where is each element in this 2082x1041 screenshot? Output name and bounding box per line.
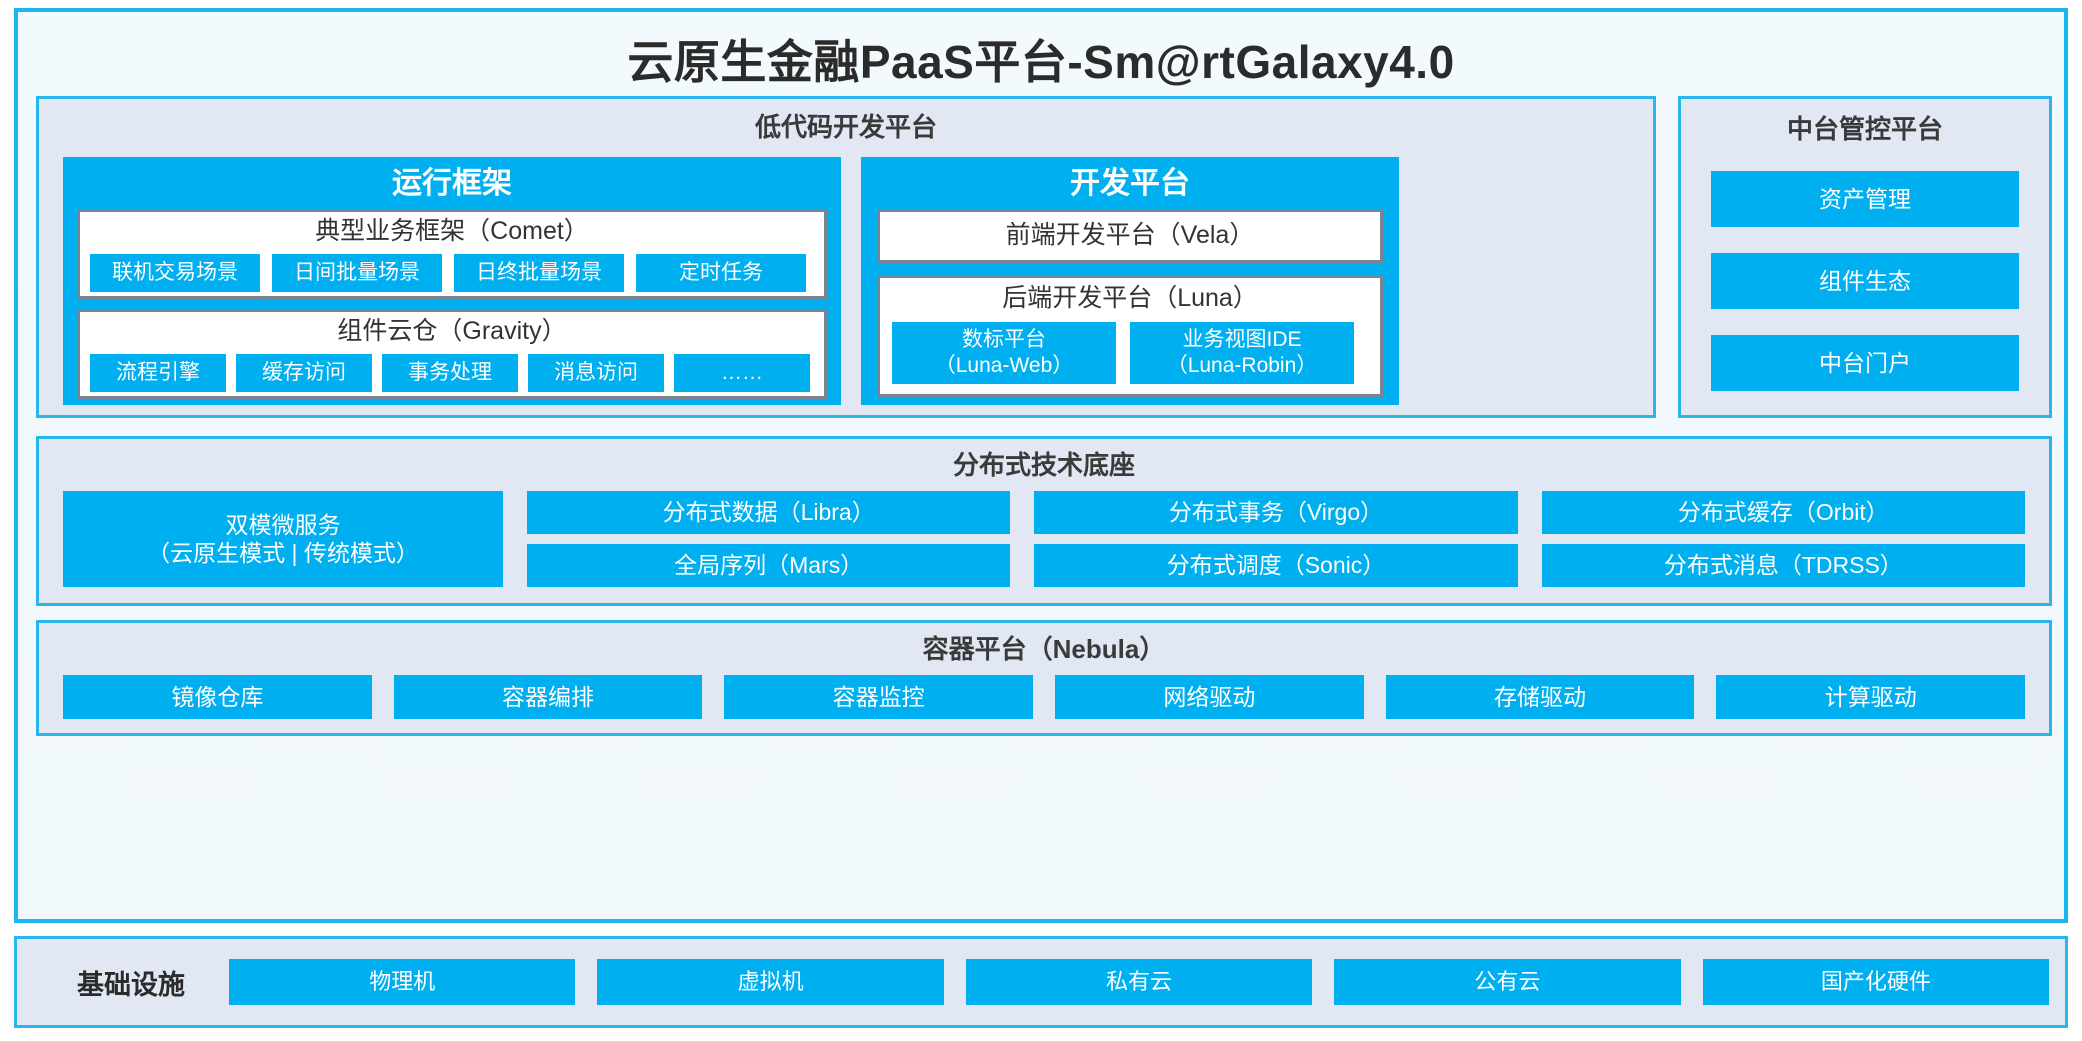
luna-item[interactable]: 业务视图IDE （Luna-Robin） — [1130, 322, 1354, 384]
comet-item[interactable]: 联机交易场景 — [90, 254, 260, 292]
infrastructure-label: 基础设施 — [77, 969, 185, 1000]
midoffice-control-panel: 中台管控平台 资产管理 组件生态 中台门户 — [1678, 96, 2052, 418]
midoffice-items: 资产管理 组件生态 中台门户 — [1711, 171, 2019, 391]
midoffice-item[interactable]: 资产管理 — [1711, 171, 2019, 227]
gravity-item-ellipsis[interactable]: …… — [674, 354, 810, 392]
gravity-group: 组件云仓（Gravity） 流程引擎 缓存访问 事务处理 消息访问 …… — [77, 309, 827, 399]
luna-item[interactable]: 数标平台 （Luna-Web） — [892, 322, 1116, 384]
infrastructure-items: 物理机 虚拟机 私有云 公有云 国产化硬件 — [229, 959, 2050, 1005]
infrastructure-item[interactable]: 国产化硬件 — [1702, 959, 2050, 1005]
dev-platform-title: 开发平台 — [1070, 167, 1190, 200]
dev-platform-block: 开发平台 前端开发平台（Vela） 后端开发平台（Luna） 数标平台 （Lun… — [861, 157, 1399, 405]
gravity-items-row: 流程引擎 缓存访问 事务处理 消息访问 …… — [90, 354, 814, 392]
tech-base-item[interactable]: 全局序列（Mars） — [527, 544, 1011, 587]
tech-base-item[interactable]: 分布式事务（Virgo） — [1034, 491, 1518, 534]
gravity-group-title: 组件云仓（Gravity） — [337, 317, 567, 345]
container-platform-title: 容器平台（Nebula） — [922, 634, 1166, 664]
tech-base-item[interactable]: 分布式缓存（Orbit） — [1541, 491, 2025, 534]
container-item[interactable]: 容器编排 — [393, 675, 703, 719]
infrastructure-item[interactable]: 私有云 — [965, 959, 1313, 1005]
comet-group: 典型业务框架（Comet） 联机交易场景 日间批量场景 日终批量场景 定时任务 — [77, 209, 827, 299]
container-item[interactable]: 容器监控 — [724, 675, 1034, 719]
backend-dev-platform: 后端开发平台（Luna） 数标平台 （Luna-Web） 业务视图IDE （Lu… — [877, 275, 1383, 397]
runtime-framework-block: 运行框架 典型业务框架（Comet） 联机交易场景 日间批量场景 日终批量场景 … — [63, 157, 841, 405]
container-item[interactable]: 镜像仓库 — [63, 675, 372, 719]
luna-item-line2: （Luna-Robin） — [1166, 354, 1318, 377]
comet-items-row: 联机交易场景 日间批量场景 日终批量场景 定时任务 — [90, 254, 814, 292]
frontend-dev-platform-label: 前端开发平台（Vela） — [1005, 221, 1255, 250]
gravity-item[interactable]: 消息访问 — [528, 354, 664, 392]
infrastructure-item[interactable]: 虚拟机 — [597, 959, 944, 1005]
tech-base-item[interactable]: 分布式调度（Sonic） — [1034, 544, 1518, 587]
frontend-dev-platform[interactable]: 前端开发平台（Vela） — [877, 209, 1383, 263]
container-items: 镜像仓库 容器编排 容器监控 网络驱动 存储驱动 计算驱动 — [63, 675, 2026, 719]
tech-base-content: 双模微服务 （云原生模式 | 传统模式） 分布式数据（Libra） 全局序列（M… — [63, 491, 2025, 587]
tech-base-column: 分布式数据（Libra） 全局序列（Mars） — [527, 491, 1011, 587]
gravity-item[interactable]: 缓存访问 — [236, 354, 372, 392]
comet-item[interactable]: 日终批量场景 — [454, 254, 624, 292]
tech-base-title: 分布式技术底座 — [952, 450, 1135, 480]
dual-mode-microservice-block[interactable]: 双模微服务 （云原生模式 | 传统模式） — [63, 491, 503, 587]
tech-base-item[interactable]: 分布式消息（TDRSS） — [1541, 544, 2025, 587]
infrastructure-item[interactable]: 公有云 — [1334, 959, 1681, 1005]
gravity-item[interactable]: 事务处理 — [382, 354, 518, 392]
page-title: 云原生金融PaaS平台-Sm@rtGalaxy4.0 — [627, 36, 1455, 88]
lowcode-platform-panel: 低代码开发平台 运行框架 典型业务框架（Comet） 联机交易场景 日间批量场景… — [36, 96, 1656, 418]
tech-base-item[interactable]: 分布式数据（Libra） — [527, 491, 1011, 534]
infrastructure-item[interactable]: 物理机 — [229, 959, 576, 1005]
platform-card: 云原生金融PaaS平台-Sm@rtGalaxy4.0 低代码开发平台 运行框架 … — [14, 8, 2068, 923]
comet-item[interactable]: 日间批量场景 — [272, 254, 442, 292]
infrastructure-strip: 基础设施 物理机 虚拟机 私有云 公有云 国产化硬件 — [14, 936, 2068, 1028]
container-item[interactable]: 网络驱动 — [1055, 675, 1364, 719]
dual-mode-line1: 双模微服务 — [225, 511, 341, 538]
tech-base-column: 分布式缓存（Orbit） 分布式消息（TDRSS） — [1541, 491, 2025, 587]
midoffice-control-title: 中台管控平台 — [1786, 114, 1943, 144]
luna-item-line2: （Luna-Web） — [934, 354, 1074, 377]
lowcode-platform-title: 低代码开发平台 — [754, 112, 937, 142]
comet-group-title: 典型业务框架（Comet） — [315, 217, 589, 245]
container-item[interactable]: 计算驱动 — [1716, 675, 2026, 719]
luna-items-row: 数标平台 （Luna-Web） 业务视图IDE （Luna-Robin） — [892, 322, 1368, 384]
gravity-item[interactable]: 流程引擎 — [90, 354, 226, 392]
container-platform-panel: 容器平台（Nebula） 镜像仓库 容器编排 容器监控 网络驱动 存储驱动 计算… — [36, 620, 2052, 736]
luna-item-line1: 业务视图IDE — [1182, 328, 1302, 352]
container-item[interactable]: 存储驱动 — [1385, 675, 1695, 719]
tech-base-panel: 分布式技术底座 双模微服务 （云原生模式 | 传统模式） 分布式数据（Libra… — [36, 436, 2052, 606]
dual-mode-line2: （云原生模式 | 传统模式） — [147, 540, 419, 566]
tech-base-column: 分布式事务（Virgo） 分布式调度（Sonic） — [1034, 491, 1518, 587]
comet-item[interactable]: 定时任务 — [636, 254, 806, 292]
luna-item-line1: 数标平台 — [962, 328, 1046, 352]
runtime-framework-title: 运行框架 — [392, 167, 512, 200]
midoffice-item[interactable]: 组件生态 — [1711, 253, 2019, 309]
backend-dev-platform-title: 后端开发平台（Luna） — [1002, 284, 1258, 312]
midoffice-item[interactable]: 中台门户 — [1711, 335, 2019, 391]
